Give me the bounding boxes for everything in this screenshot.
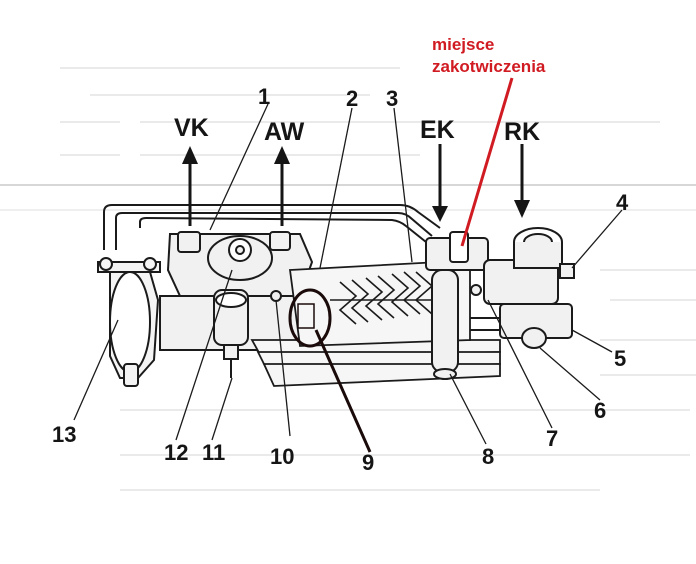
part-number-13: 13 bbox=[52, 422, 77, 447]
part-number-7: 7 bbox=[546, 426, 559, 451]
right-connectors bbox=[425, 227, 575, 380]
flow-arrows bbox=[182, 144, 530, 226]
anchor-leader bbox=[460, 77, 514, 247]
part-number-4: 4 bbox=[616, 190, 629, 215]
bypass-tube bbox=[103, 204, 441, 250]
part-number-9: 9 bbox=[362, 450, 375, 475]
part-number-1: 1 bbox=[258, 84, 271, 109]
part-number-11: 11 bbox=[202, 440, 226, 465]
left-coupling bbox=[97, 257, 161, 387]
part-number-8: 8 bbox=[482, 444, 495, 469]
part-number-12: 12 bbox=[164, 440, 189, 465]
part-number-3: 3 bbox=[386, 86, 399, 111]
part-number-5: 5 bbox=[614, 346, 627, 371]
anchor-annotation-line1: miejsce bbox=[432, 35, 495, 54]
flow-label-ek: EK bbox=[420, 116, 455, 144]
anchor-annotation: miejsce zakotwiczenia bbox=[432, 34, 545, 78]
part-number-2: 2 bbox=[346, 86, 359, 111]
flow-label-aw: AW bbox=[264, 118, 305, 146]
flow-label-rk: RK bbox=[504, 118, 541, 146]
flow-label-vk: VK bbox=[174, 114, 209, 142]
fin-pattern bbox=[330, 271, 440, 325]
part-number-6: 6 bbox=[594, 398, 607, 423]
part-number-10: 10 bbox=[270, 444, 295, 469]
leader-lines bbox=[73, 103, 623, 445]
anchor-annotation-line2: zakotwiczenia bbox=[432, 57, 546, 76]
part-9-highlight bbox=[288, 288, 372, 453]
